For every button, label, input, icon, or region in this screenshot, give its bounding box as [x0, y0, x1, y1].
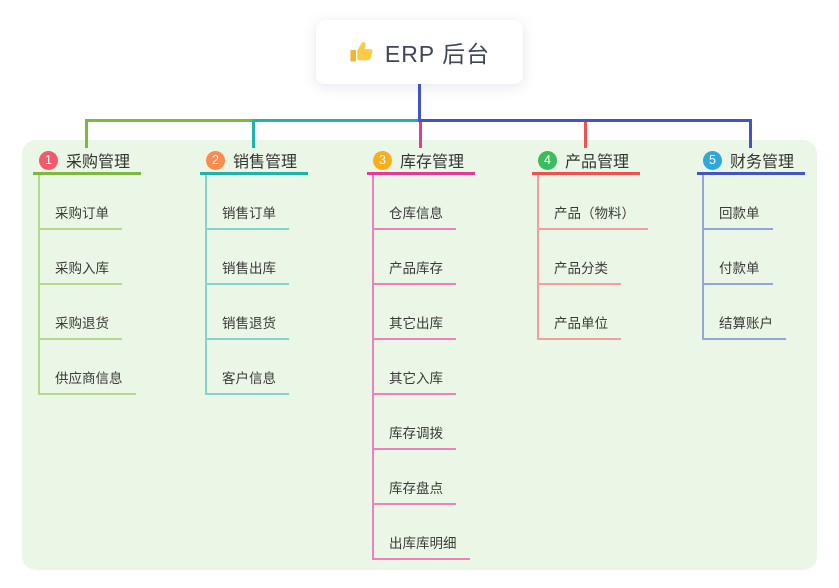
- branch-label: 采购管理: [66, 154, 131, 171]
- child-node[interactable]: 库存盘点: [372, 450, 456, 505]
- branch-area-background: [22, 140, 817, 570]
- branch-number-badge: 4: [538, 150, 557, 170]
- child-node-label: 采购入库: [55, 261, 109, 276]
- child-node[interactable]: 仓库信息: [372, 175, 456, 230]
- child-node[interactable]: 产品单位: [537, 285, 621, 340]
- child-node-label: 库存盘点: [389, 481, 443, 496]
- child-node-label: 采购退货: [55, 316, 109, 331]
- connector-drop-3: [419, 121, 422, 148]
- child-node[interactable]: 库存调拨: [372, 395, 456, 450]
- branch-1: 1 采购管理采购订单采购入库采购退货供应商信息: [33, 148, 141, 395]
- child-node[interactable]: 产品分类: [537, 230, 621, 285]
- branch-4-children: 产品（物料） 产品分类产品单位: [532, 175, 648, 340]
- branch-label: 产品管理: [565, 154, 630, 171]
- trunk-segment-mid: [252, 119, 420, 122]
- child-node[interactable]: 客户信息: [205, 340, 289, 395]
- branch-1-header[interactable]: 1 采购管理: [33, 148, 141, 175]
- branch-4-header[interactable]: 4 产品管理: [532, 148, 640, 175]
- branch-3-header[interactable]: 3 库存管理: [367, 148, 475, 175]
- branch-5-children: 回款单付款单结算账户: [697, 175, 805, 340]
- branch-3: 3 库存管理仓库信息产品库存其它出库其它入库库存调拨库存盘点出库库明细: [367, 148, 475, 560]
- branch-label: 销售管理: [233, 154, 298, 171]
- branch-5-header[interactable]: 5 财务管理: [697, 148, 805, 175]
- branch-label: 财务管理: [730, 154, 795, 171]
- child-node-label: 其它出库: [389, 316, 443, 331]
- thumbs-up-icon: [349, 39, 375, 65]
- branch-number-badge: 3: [373, 150, 392, 170]
- child-node-label: 销售订单: [222, 206, 276, 221]
- root-node-label: ERP 后台: [384, 41, 491, 67]
- branch-label: 库存管理: [400, 154, 465, 171]
- child-node-label: 客户信息: [222, 371, 276, 386]
- connector-spine: [372, 175, 374, 560]
- root-connector: [418, 84, 421, 122]
- child-node[interactable]: 出库库明细: [372, 505, 470, 560]
- child-node-label: 付款单: [719, 261, 760, 276]
- root-node[interactable]: ERP 后台: [316, 20, 523, 84]
- child-node-label: 回款单: [719, 206, 760, 221]
- branch-5: 5 财务管理回款单付款单结算账户: [697, 148, 805, 340]
- branch-2-header[interactable]: 2 销售管理: [200, 148, 308, 175]
- branch-number-badge: 2: [206, 150, 225, 170]
- connector-spine: [702, 175, 704, 340]
- connector-drop-1: [85, 121, 88, 148]
- branch-4: 4 产品管理产品（物料） 产品分类产品单位: [532, 148, 648, 340]
- child-node[interactable]: 采购订单: [38, 175, 122, 230]
- child-node[interactable]: 回款单: [702, 175, 773, 230]
- child-node[interactable]: 采购退货: [38, 285, 122, 340]
- child-node-label: 产品库存: [389, 261, 443, 276]
- branch-number-badge: 1: [39, 150, 58, 170]
- child-node-label: 结算账户: [719, 316, 773, 331]
- branch-1-children: 采购订单采购入库采购退货供应商信息: [33, 175, 141, 395]
- connector-spine: [38, 175, 40, 395]
- child-node[interactable]: 供应商信息: [38, 340, 136, 395]
- child-node[interactable]: 销售退货: [205, 285, 289, 340]
- connector-spine: [205, 175, 207, 395]
- child-node[interactable]: 其它入库: [372, 340, 456, 395]
- child-node[interactable]: 付款单: [702, 230, 773, 285]
- connector-spine: [537, 175, 539, 340]
- branch-2-children: 销售订单销售出库销售退货客户信息: [200, 175, 308, 395]
- branch-3-children: 仓库信息产品库存其它出库其它入库库存调拨库存盘点出库库明细: [367, 175, 475, 560]
- child-node[interactable]: 采购入库: [38, 230, 122, 285]
- child-node[interactable]: 产品（物料）: [537, 175, 648, 230]
- connector-drop-5: [749, 121, 752, 148]
- child-node-label: 供应商信息: [55, 371, 123, 386]
- child-node-label: 产品单位: [554, 316, 608, 331]
- child-node-label: 库存调拨: [389, 426, 443, 441]
- child-node-label: 产品（物料）: [554, 206, 635, 221]
- child-node[interactable]: 销售出库: [205, 230, 289, 285]
- branch-2: 2 销售管理销售订单销售出库销售退货客户信息: [200, 148, 308, 395]
- child-node-label: 出库库明细: [389, 536, 457, 551]
- child-node[interactable]: 产品库存: [372, 230, 456, 285]
- connector-drop-4: [584, 121, 587, 148]
- child-node[interactable]: 销售订单: [205, 175, 289, 230]
- child-node-label: 产品分类: [554, 261, 608, 276]
- branch-number-badge: 5: [703, 150, 722, 170]
- child-node-label: 销售退货: [222, 316, 276, 331]
- child-node-label: 仓库信息: [389, 206, 443, 221]
- child-node-label: 销售出库: [222, 261, 276, 276]
- connector-drop-2: [252, 121, 255, 148]
- trunk-segment-left: [85, 119, 253, 122]
- child-node-label: 其它入库: [389, 371, 443, 386]
- child-node-label: 采购订单: [55, 206, 109, 221]
- child-node[interactable]: 结算账户: [702, 285, 786, 340]
- trunk-segment-right: [419, 119, 752, 122]
- child-node[interactable]: 其它出库: [372, 285, 456, 340]
